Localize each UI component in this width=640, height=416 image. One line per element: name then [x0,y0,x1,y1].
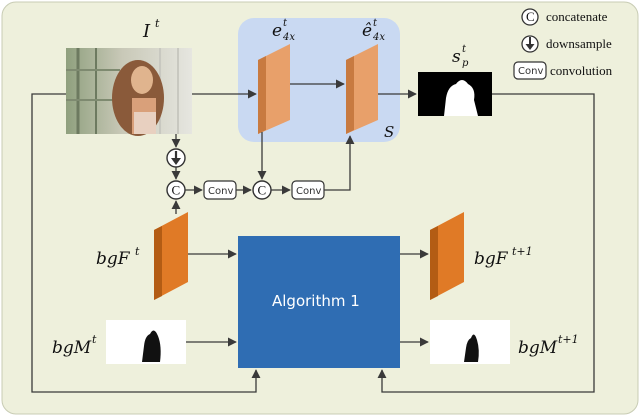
legend-downsample-text: downsample [546,36,612,51]
bg-mask-image [106,320,186,364]
input-frame-sup: t [155,17,160,30]
conv-op-1: Conv [203,180,237,200]
bg-mask-next-sup: t+1 [558,333,579,346]
encoder-feature-sup: t [283,18,288,29]
refined-feature-label: ê [362,21,372,41]
svg-text:Conv: Conv [208,186,233,197]
bg-feature-next-sup: t+1 [512,245,533,258]
conv-op-2: Conv [291,180,325,200]
encoder-feature-label: e [272,21,282,41]
prediction-mask [418,72,492,116]
svg-text:Conv: Conv [518,66,543,77]
bg-mask-next-image [430,320,510,364]
bg-mask-sup: t [92,333,97,346]
refined-feature-sub: 4x [372,32,385,43]
downsample-op [166,148,186,168]
legend-conv-text: convolution [550,63,613,78]
refined-feature-block [346,44,378,134]
bg-feature-next-label: bgF [474,249,509,269]
bg-feature-block [154,212,188,300]
encoder-feature-sub: 4x [282,32,295,43]
bg-feature-sup: t [135,245,140,258]
algorithm-label: Algorithm 1 [272,292,360,310]
legend-concat-text: concatenate [546,9,608,24]
bg-mask-next-label: bgM [518,338,558,358]
algorithm-box [238,236,400,368]
connections [31,79,595,393]
svg-text:C: C [172,183,181,198]
legend: C concatenate downsample Conv convolutio… [513,8,613,80]
concat-icon: C [521,8,539,26]
downsample-icon [521,35,539,53]
svg-text:C: C [258,183,267,198]
prediction-label: s [452,47,461,67]
module-s-label: S [384,123,394,141]
prediction-sup: t [462,44,467,55]
bg-mask-label: bgM [52,338,92,358]
input-frame-label: I [142,21,151,42]
refined-feature-sup: t [373,18,378,29]
concat-op-1: C [166,180,186,200]
input-frame-image [66,48,192,136]
svg-text:Conv: Conv [296,186,321,197]
bg-feature-label: bgF [96,249,131,269]
prediction-sub: p [462,58,469,69]
svg-text:C: C [526,9,535,24]
bg-feature-next-block [430,212,464,300]
conv-icon: Conv [513,61,547,80]
encoder-feature-block [258,44,290,134]
concat-op-2: C [252,180,272,200]
